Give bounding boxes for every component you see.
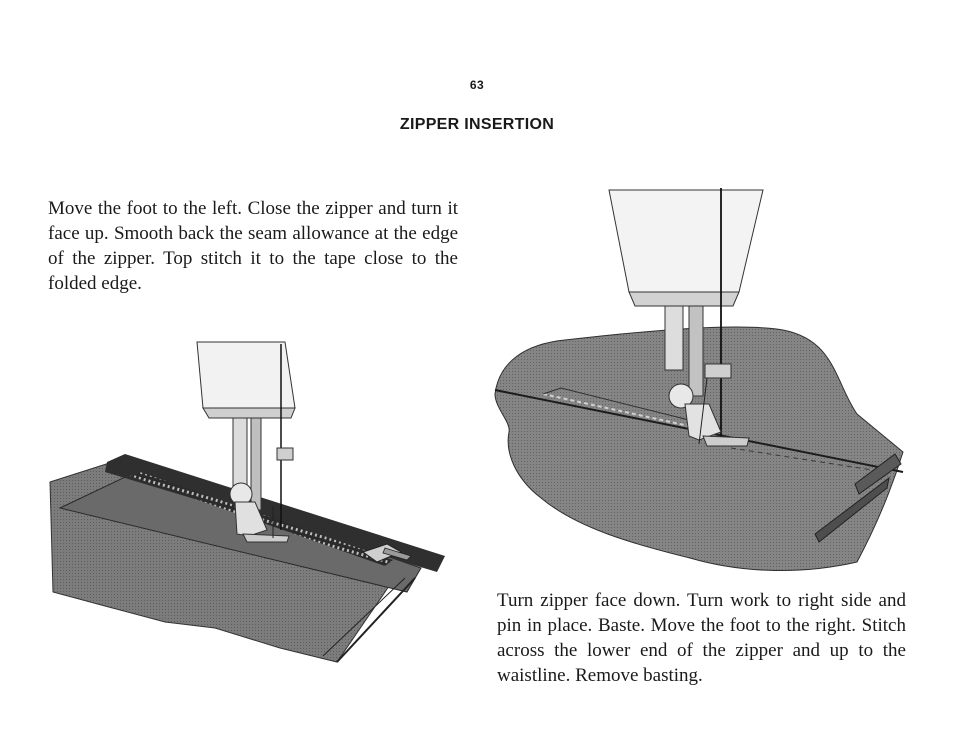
instruction-step-1: Move the foot to the left. Close the zip… bbox=[48, 198, 458, 294]
instruction-step-2: Turn zipper face down. Turn work to righ… bbox=[497, 590, 906, 686]
sewing-machine-zipper-baste-icon bbox=[494, 188, 904, 572]
sewing-machine-zipper-topstitch-icon bbox=[49, 341, 445, 663]
page-number: 63 bbox=[469, 78, 485, 92]
page-title: ZIPPER INSERTION bbox=[399, 116, 555, 133]
